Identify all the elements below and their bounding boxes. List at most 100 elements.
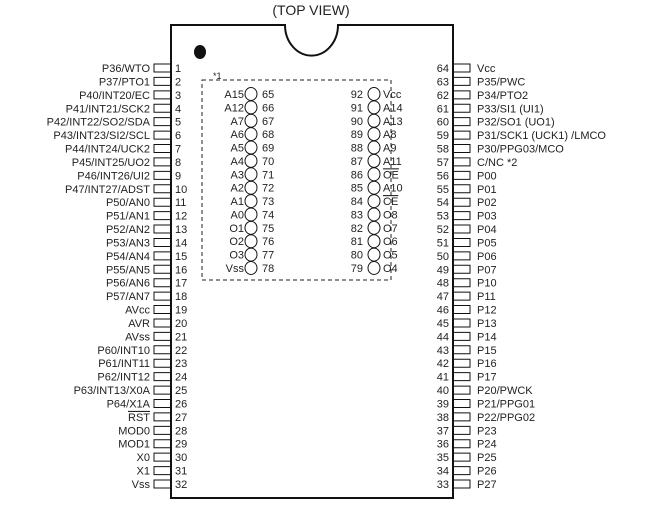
pin-label: P00 [477, 170, 497, 182]
pin-lead [153, 197, 171, 207]
pin-number: 58 [437, 144, 449, 156]
pad-label: A11 [383, 156, 402, 168]
pad-label: CE [383, 196, 398, 208]
pin-number: 25 [175, 385, 187, 397]
pin-number: 17 [175, 278, 187, 290]
pin-number: 20 [175, 318, 187, 330]
pin-lead [453, 224, 471, 234]
pin-lead [453, 479, 471, 489]
pin-lead [453, 144, 471, 154]
diagram-title: (TOP VIEW) [272, 2, 349, 18]
pin-label: P40/INT20/EC [79, 90, 150, 102]
pin-lead [153, 412, 171, 422]
pin-number: 37 [437, 425, 449, 437]
pin-number: 53 [437, 211, 449, 223]
pin1-marker-dot [194, 45, 206, 59]
pin-lead [153, 170, 171, 180]
pin-lead [153, 398, 171, 408]
pin-label: P56/AN6 [106, 278, 150, 290]
pad-label: Vss [226, 263, 245, 275]
socket-pad [367, 180, 381, 195]
pad-number: 69 [262, 143, 274, 155]
pin-lead [453, 466, 471, 476]
pin-label: P30/PPG03/MCO [477, 144, 564, 156]
pin-label: P35/PWC [477, 76, 525, 88]
pin-lead [453, 439, 471, 449]
pad-number: 66 [262, 102, 274, 114]
pin-lead [153, 439, 171, 449]
socket-outline [201, 79, 392, 281]
pin-label: P10 [477, 278, 497, 290]
pad-number: 78 [262, 263, 274, 275]
pin-lead [153, 466, 171, 476]
pad-label: O8 [383, 209, 398, 221]
pad-number: 77 [262, 250, 274, 262]
pin-lead [153, 117, 171, 127]
pin-number: 19 [175, 305, 187, 317]
socket-pad [367, 113, 381, 128]
pad-label: A4 [231, 156, 244, 168]
pin-lead [153, 372, 171, 382]
pin-label: P06 [477, 251, 497, 263]
pin-label: P43/INT23/SI2/SCL [53, 130, 150, 142]
pin-label: P26 [477, 466, 497, 478]
pad-number: 86 [351, 169, 363, 181]
pin-number: 40 [437, 385, 449, 397]
pin-number: 62 [437, 90, 449, 102]
pin-number: 45 [437, 318, 449, 330]
pin-number: 60 [437, 117, 449, 129]
pin-label: P27 [477, 479, 497, 491]
pin-label: P16 [477, 358, 497, 370]
pin-lead [153, 237, 171, 247]
pin-number: 27 [175, 412, 187, 424]
pin-label: RST [128, 412, 150, 424]
pin-lead [453, 372, 471, 382]
pin-label: P01 [477, 184, 497, 196]
pin-number: 52 [437, 224, 449, 236]
pad-number: 79 [351, 263, 363, 275]
pin-number: 35 [437, 452, 449, 464]
pad-label: O4 [383, 263, 398, 275]
pin-number: 31 [175, 466, 187, 478]
socket-pad [367, 127, 381, 142]
pin-number: 7 [175, 144, 181, 156]
pin-lead [153, 224, 171, 234]
pin-label: P50/AN0 [106, 197, 150, 209]
socket-pad [244, 207, 258, 222]
pin-number: 29 [175, 439, 187, 451]
pin-number: 56 [437, 170, 449, 182]
pin-label: P23 [477, 425, 497, 437]
pin-lead [453, 278, 471, 288]
pin-number: 10 [175, 184, 187, 196]
pad-label: A6 [231, 129, 244, 141]
pad-number: 65 [262, 89, 274, 101]
pad-number: 84 [351, 196, 363, 208]
pin-lead [153, 331, 171, 341]
pin-lead [453, 264, 471, 274]
pin-label: P36/WTO [102, 63, 151, 75]
pad-label: A15 [224, 89, 244, 101]
pad-label: A7 [231, 116, 244, 128]
pin-lead [153, 291, 171, 301]
pin-number: 8 [175, 157, 181, 169]
pad-label: OE [383, 169, 399, 181]
pin-label: P47/INT27/ADST [65, 184, 150, 196]
socket-pad [367, 261, 381, 275]
pin-lead [153, 278, 171, 288]
pin-lead [453, 76, 471, 86]
pin-lead [453, 251, 471, 261]
pin-number: 26 [175, 398, 187, 410]
pin-number: 16 [175, 264, 187, 276]
pin-lead [153, 63, 171, 73]
pin-label: MOD1 [118, 439, 150, 451]
pin-lead [453, 358, 471, 368]
socket-pad [244, 127, 258, 142]
pin-lead [453, 425, 471, 435]
pad-label: A12 [224, 102, 244, 114]
pin-number: 64 [437, 63, 449, 75]
pad-label: A3 [231, 169, 244, 181]
pin-number: 33 [437, 479, 449, 491]
pin-label: P34/PTO2 [477, 90, 528, 102]
pin-lead [453, 184, 471, 194]
